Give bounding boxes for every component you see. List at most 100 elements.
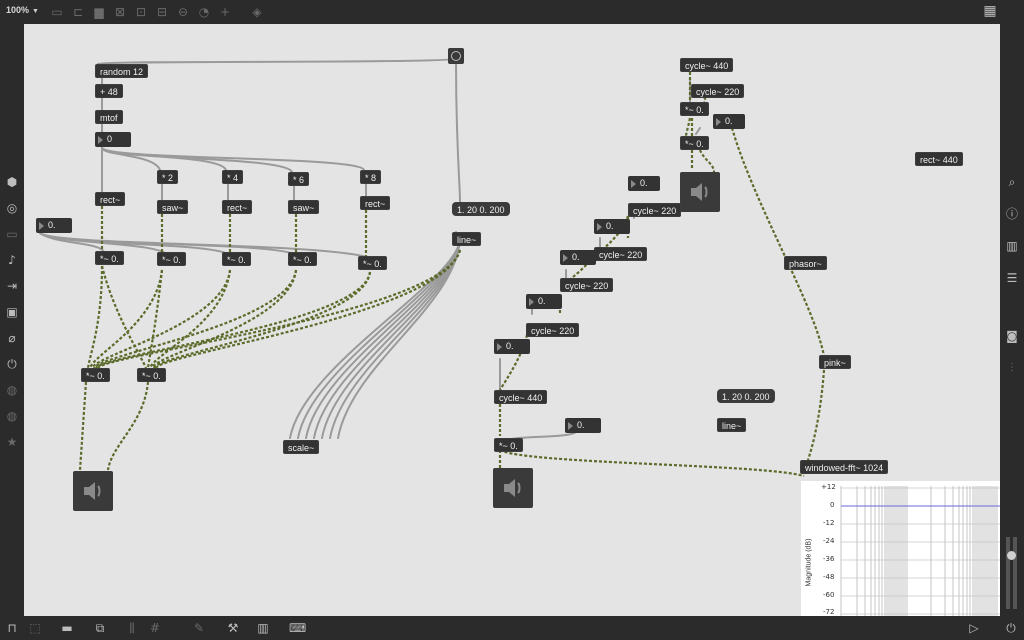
- camera-icon[interactable]: ◙: [1006, 329, 1018, 343]
- rack-icon[interactable]: ▭: [6, 227, 18, 241]
- debug-icon[interactable]: ✎: [193, 621, 205, 635]
- cycle-label: cycle~ 220: [696, 87, 740, 97]
- random-object[interactable]: random 12: [95, 64, 149, 78]
- scale-object[interactable]: scale~: [283, 440, 320, 454]
- chevron-down-icon: ▼: [32, 8, 39, 15]
- cycle-220-object[interactable]: cycle~ 220: [526, 323, 580, 337]
- number-box[interactable]: 0.: [526, 294, 562, 309]
- cycle-440-object[interactable]: cycle~ 440: [680, 58, 734, 72]
- line-message[interactable]: 1. 20 0. 200: [717, 389, 775, 403]
- select-icon[interactable]: ⬚: [29, 621, 41, 635]
- plug-icon[interactable]: ⏻: [7, 357, 17, 371]
- cycle-220-object[interactable]: cycle~ 220: [594, 247, 648, 261]
- speaker-output-bottom[interactable]: [493, 468, 533, 508]
- keyboard-icon[interactable]: ⌨: [289, 621, 307, 635]
- cycle-220-object[interactable]: cycle~ 220: [560, 278, 614, 292]
- cycle-440-object[interactable]: cycle~ 440: [494, 390, 548, 404]
- info-icon[interactable]: ⓘ: [1005, 207, 1018, 221]
- presentation-icon[interactable]: ▭: [51, 5, 63, 19]
- saw-oscillator[interactable]: saw~: [288, 200, 320, 214]
- gain-object[interactable]: *~ 0.: [680, 136, 709, 150]
- vizzie-icon[interactable]: ◍: [6, 383, 18, 397]
- pink-noise-object[interactable]: pink~: [819, 355, 851, 369]
- image-icon[interactable]: ▣: [6, 305, 18, 319]
- paint-icon[interactable]: ◈: [252, 5, 262, 19]
- mixer-icon[interactable]: ⫶: [1010, 361, 1014, 375]
- close-box-icon[interactable]: ⊠: [114, 5, 126, 19]
- volume-meter[interactable]: [1006, 537, 1018, 609]
- power-icon[interactable]: ⏻: [1006, 621, 1016, 635]
- cube-icon[interactable]: ⬢: [6, 175, 18, 189]
- speaker-output-right[interactable]: [680, 172, 720, 212]
- multiply-4-object[interactable]: * 4: [222, 170, 244, 184]
- number-box-mtof[interactable]: 0: [95, 132, 131, 147]
- number-box[interactable]: 0.: [713, 114, 745, 129]
- clip-icon[interactable]: ⌀: [8, 331, 16, 345]
- dial-icon[interactable]: ◔: [198, 5, 210, 19]
- multiply-6-object[interactable]: * 6: [288, 172, 310, 186]
- number-box[interactable]: 0.: [594, 219, 630, 234]
- saw-oscillator[interactable]: saw~: [157, 200, 189, 214]
- phasor-object[interactable]: phasor~: [784, 256, 827, 270]
- rect-440-object[interactable]: rect~ 440: [915, 152, 963, 166]
- play-icon[interactable]: ▷: [969, 621, 979, 635]
- list-icon[interactable]: ☰: [1006, 271, 1018, 285]
- search-icon[interactable]: ⌕: [1008, 175, 1016, 189]
- number-box[interactable]: 0.: [494, 339, 530, 354]
- layers-icon[interactable]: ⧉: [95, 621, 105, 635]
- step-icon[interactable]: ⇥: [6, 279, 18, 293]
- rect-oscillator[interactable]: rect~: [360, 196, 391, 210]
- gain-object[interactable]: *~ 0.: [157, 252, 186, 266]
- gain-object[interactable]: *~ 0.: [358, 256, 387, 270]
- star-icon[interactable]: ★: [6, 435, 18, 449]
- mix-gain-object[interactable]: *~ 0.: [81, 368, 110, 382]
- cycle-220-object[interactable]: cycle~ 220: [628, 203, 682, 217]
- line-object[interactable]: line~: [452, 232, 482, 246]
- lock-icon[interactable]: ⊓: [7, 621, 17, 635]
- book-icon[interactable]: ▥: [1006, 239, 1018, 253]
- add-object[interactable]: + 48: [95, 84, 123, 98]
- grid-menu-icon[interactable]: ▦: [983, 3, 997, 19]
- tick-label: -24: [823, 537, 835, 545]
- number-box-gain[interactable]: 0.: [36, 218, 72, 233]
- wrench-icon[interactable]: ⚒: [227, 621, 239, 635]
- multiply-8-object[interactable]: * 8: [360, 170, 382, 184]
- mix-gain-object[interactable]: *~ 0.: [137, 368, 166, 382]
- spectroscope[interactable]: +12 0 -12 -24 -36 -48 -60 -72 Magnitude …: [801, 481, 1000, 616]
- gain-object[interactable]: *~ 0.: [680, 102, 709, 116]
- gain-object[interactable]: *~ 0.: [95, 251, 124, 265]
- number-box[interactable]: 0.: [565, 418, 601, 433]
- music-note-icon[interactable]: ♪: [8, 253, 16, 267]
- rect-oscillator[interactable]: rect~: [95, 192, 126, 206]
- patcher-canvas[interactable]: random 12 + 48 mtof 0 0. * 2 * 4 * 6 * 8…: [24, 24, 1000, 616]
- inspector-icon[interactable]: ⊏: [72, 5, 84, 19]
- minus-box-icon[interactable]: ⊖: [177, 5, 189, 19]
- target-icon[interactable]: ◎: [6, 201, 18, 215]
- number-value: 0.: [538, 296, 546, 306]
- piano-icon[interactable]: ▥: [257, 621, 269, 635]
- gain-object[interactable]: *~ 0.: [288, 252, 317, 266]
- zoom-menu[interactable]: 100%▼: [6, 5, 39, 15]
- line-object[interactable]: line~: [717, 418, 747, 432]
- windowed-fft-object[interactable]: windowed-fft~ 1024: [800, 460, 889, 474]
- comment-icon[interactable]: ▆: [94, 5, 104, 19]
- object-box-icon[interactable]: ⊡: [135, 5, 147, 19]
- add-icon[interactable]: +: [219, 5, 231, 19]
- present-icon[interactable]: ▬: [61, 621, 73, 635]
- speaker-output-left[interactable]: [73, 471, 113, 511]
- left-sidebar: ⬢ ◎ ▭ ♪ ⇥ ▣ ⌀ ⏻ ◍ ◍ ★: [0, 24, 24, 616]
- rect-oscillator[interactable]: rect~: [222, 200, 253, 214]
- gain-object[interactable]: *~ 0.: [222, 252, 251, 266]
- split-icon[interactable]: ⫼: [129, 621, 135, 635]
- bpatcher-icon[interactable]: ◍: [6, 409, 18, 423]
- multiply-2-object[interactable]: * 2: [157, 170, 179, 184]
- line-message[interactable]: 1. 20 0. 200: [452, 202, 510, 216]
- toggle-button[interactable]: [448, 48, 464, 64]
- grid-icon[interactable]: #: [149, 621, 161, 635]
- number-box[interactable]: 0.: [560, 250, 596, 265]
- mtof-object[interactable]: mtof: [95, 110, 123, 124]
- gain-object[interactable]: *~ 0.: [494, 438, 523, 452]
- message-box-icon[interactable]: ⊟: [156, 5, 168, 19]
- cycle-220-object[interactable]: cycle~ 220: [691, 84, 745, 98]
- number-box[interactable]: 0.: [628, 176, 660, 191]
